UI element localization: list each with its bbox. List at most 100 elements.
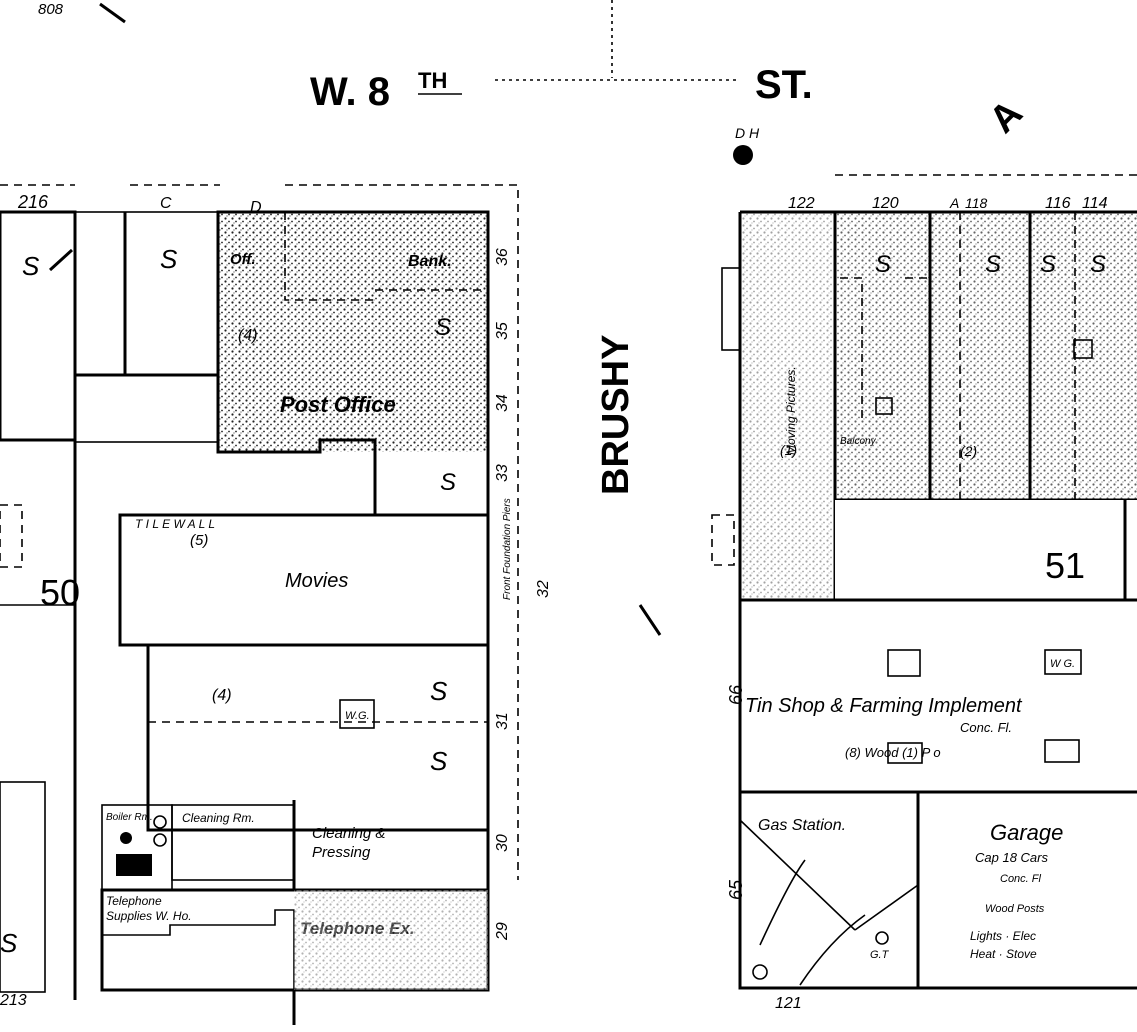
boiler-circle <box>153 815 167 829</box>
bldg-216 <box>0 210 77 442</box>
label-telephone-1: Telephone <box>106 894 162 908</box>
boiler-circle <box>153 833 167 847</box>
street-brushy: BRUSHY <box>595 335 637 495</box>
wg-box <box>1044 649 1082 675</box>
wg-box <box>887 742 923 764</box>
side-number: 35 <box>494 322 511 340</box>
wg-box <box>1044 739 1080 763</box>
story-s: S <box>22 251 40 281</box>
label-wg-51: W G. <box>1050 658 1075 670</box>
story-4b: (4) <box>212 687 232 704</box>
label-wood-posts: (8) Wood (1) P o <box>845 745 941 760</box>
story-2: (2) <box>960 443 977 459</box>
stairs <box>721 267 741 351</box>
label-off: Off. <box>230 251 256 268</box>
street-w8th-suffix: TH <box>418 68 447 93</box>
garage <box>916 790 1137 990</box>
boiler <box>116 854 152 876</box>
addr-c: C <box>160 195 172 212</box>
gas-station-curves <box>739 819 919 986</box>
side-number: 32 <box>535 580 552 598</box>
label-conc-fl: Conc. Fl. <box>960 720 1012 735</box>
side-number-66: 66 <box>726 684 746 705</box>
label-wg: W.G. <box>345 710 370 722</box>
story-s: S <box>435 314 451 341</box>
story-s: S <box>1090 251 1106 278</box>
block50-lot-lines <box>0 184 519 880</box>
side-number-65: 65 <box>726 879 746 900</box>
label-tile-wall: T I L E W A L L <box>135 517 215 531</box>
story-s: S <box>875 251 891 278</box>
side-number: 33 <box>494 464 511 482</box>
small-outbuilding-51 <box>711 514 735 566</box>
label-cleaning-pressing-1: Cleaning & <box>312 825 385 842</box>
side-number: 36 <box>494 248 511 266</box>
post-office-area <box>218 212 488 452</box>
addr-a: A <box>949 195 959 211</box>
small-outbuilding <box>0 504 23 568</box>
post-office-walls <box>216 210 490 517</box>
side-number: 34 <box>494 394 511 412</box>
addr-120: 120 <box>872 195 899 212</box>
wg-box <box>887 649 921 677</box>
story-s: S <box>160 244 178 274</box>
label-balcony: Balcony <box>840 436 877 447</box>
label-bank: Bank. <box>408 253 452 270</box>
label-garage: Garage <box>990 820 1063 845</box>
block50-side-numbers: 36 35 34 33 32 31 30 29 <box>494 248 552 941</box>
gas-tank <box>875 931 889 945</box>
story-5: (5) <box>190 532 208 549</box>
label-front-foundation: Front Foundation Piers <box>502 498 513 600</box>
block-number-51: 51 <box>1045 545 1085 586</box>
telephone-stipple <box>294 890 488 990</box>
label-moving-pictures: Moving Pictures. <box>784 366 798 455</box>
story-1: (1) <box>780 442 797 458</box>
side-number: 31 <box>494 712 511 730</box>
corner-mark <box>99 2 126 24</box>
addr-114: 114 <box>1082 195 1108 212</box>
bldg-213 <box>0 781 46 993</box>
dh-dot <box>733 145 753 165</box>
addr-116: 116 <box>1045 195 1071 212</box>
bldg-c <box>74 211 219 443</box>
slash-mark <box>638 604 662 636</box>
side-letter-a: A <box>982 92 1031 141</box>
label-tin-shop: Tin Shop & Farming Implement <box>745 695 1023 717</box>
label-boiler-rm: Boiler Rm. <box>106 812 153 823</box>
mark <box>48 248 74 272</box>
story-4a: (4) <box>238 327 258 344</box>
corner-number-808: 808 <box>38 1 64 18</box>
label-wood: Wood Posts <box>985 903 1045 915</box>
addr-122: 122 <box>788 195 815 212</box>
side-number: 29 <box>494 922 511 941</box>
dh-label: D H <box>735 125 760 141</box>
label-telephone-2: Supplies W. Ho. <box>106 909 192 923</box>
story-s: S <box>0 928 18 958</box>
block51-blank <box>835 500 1137 600</box>
addr-216: 216 <box>17 192 49 212</box>
story-s: S <box>985 251 1001 278</box>
label-lights: Lights · Elec <box>970 929 1036 943</box>
story-s: S <box>1040 251 1056 278</box>
street-w8th-st: ST. <box>755 63 813 107</box>
story-s: S <box>440 469 456 496</box>
boiler-dot <box>120 832 132 844</box>
skylight <box>875 397 893 415</box>
addr-118: 118 <box>965 195 988 211</box>
left-lighter <box>740 212 835 600</box>
story-s: S <box>430 676 448 706</box>
label-movies: Movies <box>285 570 348 592</box>
label-cleaning-rm: Cleaning Rm. <box>182 811 255 825</box>
corner-number-213: 213 <box>0 992 27 1009</box>
label-post-office: Post Office <box>280 392 396 417</box>
label-conc: Conc. Fl <box>1000 873 1042 885</box>
label-gas-station: Gas Station. <box>758 817 846 834</box>
block51-interior <box>840 212 1076 500</box>
post-office-interior <box>284 212 488 301</box>
corner-number-121: 121 <box>775 995 802 1012</box>
label-heat: Heat · Stove <box>970 947 1037 961</box>
label-gt: G.T <box>870 949 890 961</box>
side-number: 30 <box>494 834 511 852</box>
